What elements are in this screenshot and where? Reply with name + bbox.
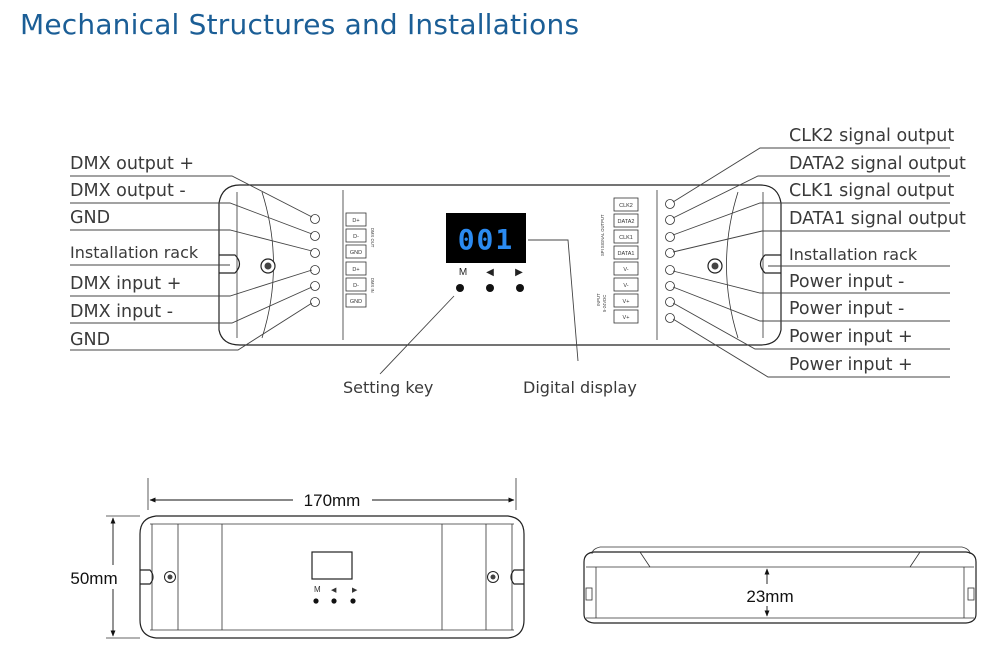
label-dmx-input-minus: DMX input -	[70, 302, 173, 322]
svg-text:DMX OUT: DMX OUT	[370, 228, 375, 248]
svg-text:D-: D-	[353, 283, 359, 289]
label-gnd-in: GND	[70, 330, 110, 350]
device-dimension-view: M ◀ ▶	[139, 515, 525, 639]
display-value: 001	[458, 223, 515, 256]
label-power-input-minus-2: Power input -	[789, 299, 904, 319]
svg-text:▶: ▶	[352, 587, 358, 594]
label-clk1-output: CLK1 signal output	[789, 181, 954, 201]
svg-text:V+: V+	[623, 299, 630, 305]
key-right-button	[516, 284, 524, 292]
label-power-input-plus-1: Power input +	[789, 327, 913, 347]
leader-lines	[70, 147, 950, 378]
svg-text:DMX IN: DMX IN	[370, 278, 375, 293]
svg-text:D+: D+	[352, 267, 359, 273]
page-title: Mechanical Structures and Installations	[20, 8, 580, 41]
left-labels: DMX output + DMX output - GND Installati…	[70, 154, 199, 350]
label-dmx-output-minus: DMX output -	[70, 181, 186, 201]
label-dmx-input-plus: DMX input +	[70, 274, 181, 294]
label-clk2-output: CLK2 signal output	[789, 126, 954, 146]
label-power-input-minus-1: Power input -	[789, 272, 904, 292]
key-m-label: M	[459, 267, 467, 278]
svg-text:DATA2: DATA2	[618, 219, 635, 225]
left-terminal-block: D+ D- GND D+ D- GND DMX OUT DMX IN	[345, 212, 375, 308]
setting-keys: M ◀ ▶	[456, 267, 524, 292]
svg-text:INPUT: INPUT	[596, 293, 601, 306]
svg-text:5-24VDC: 5-24VDC	[602, 295, 607, 312]
key-left-button	[486, 284, 494, 292]
label-power-input-plus-2: Power input +	[789, 355, 913, 375]
svg-text:CLK2: CLK2	[619, 203, 633, 209]
svg-text:CLK1: CLK1	[619, 235, 633, 241]
svg-text:GND: GND	[350, 250, 362, 256]
length-value: 170mm	[304, 491, 361, 510]
svg-text:V-: V-	[623, 283, 628, 289]
label-digital-display: Digital display	[523, 378, 637, 397]
digital-display: 001	[446, 213, 526, 263]
svg-text:D+: D+	[352, 218, 359, 224]
key-m-button	[456, 284, 464, 292]
label-dmx-output-plus: DMX output +	[70, 154, 194, 174]
svg-text:GND: GND	[350, 299, 362, 305]
right-terminal-block: CLK2 DATA2 CLK1 DATA1 V- V- V+ V+ SPI SI…	[596, 197, 639, 324]
label-installation-rack-right: Installation rack	[789, 245, 918, 264]
label-setting-key: Setting key	[343, 378, 433, 397]
svg-text:M: M	[314, 585, 321, 594]
label-data2-output: DATA2 signal output	[789, 154, 966, 174]
label-data1-output: DATA1 signal output	[789, 209, 966, 229]
svg-text:SPI SIGNAL OUTPUT: SPI SIGNAL OUTPUT	[600, 214, 605, 256]
svg-text:D-: D-	[353, 234, 359, 240]
svg-text:V-: V-	[623, 267, 628, 273]
length-dimension: 170mm	[147, 478, 517, 510]
height-value: 23mm	[746, 587, 793, 606]
key-left-label: ◀	[486, 267, 494, 278]
svg-text:DATA1: DATA1	[618, 251, 635, 257]
right-terminal-holes	[665, 199, 675, 323]
width-value: 50mm	[70, 569, 117, 588]
right-labels: CLK2 signal output DATA2 signal output C…	[789, 126, 966, 375]
svg-text:V+: V+	[623, 315, 630, 321]
label-gnd-out: GND	[70, 208, 110, 228]
left-terminal-holes	[310, 214, 320, 307]
label-installation-rack-left: Installation rack	[70, 243, 199, 262]
width-dimension: 50mm	[70, 515, 140, 639]
svg-text:◀: ◀	[331, 587, 337, 594]
device-side-view: 23mm	[583, 546, 977, 624]
key-right-label: ▶	[515, 267, 523, 278]
device-front-view: D+ D- GND D+ D- GND DMX OUT DMX IN CLK2 …	[218, 184, 782, 346]
